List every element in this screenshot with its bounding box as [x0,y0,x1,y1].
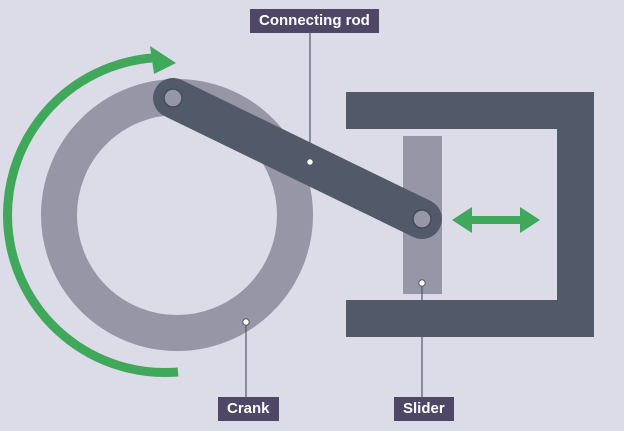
reciprocating-arrow-right-head [520,207,540,233]
slider-label: Slider [394,397,454,421]
connecting-rod-label: Connecting rod [250,9,379,33]
reciprocating-arrow-left-head [452,207,472,233]
leader-lines [242,33,426,397]
slider-pin-joint [412,209,432,229]
crank-label: Crank [218,397,279,421]
connecting-rod [153,78,442,239]
rotation-arrow-arc [2,53,179,378]
connecting-rod-leader-dot [306,158,314,166]
crank-pin-joint [163,88,183,108]
rotation-arrow-head [150,46,176,74]
reciprocating-arrow [452,207,540,233]
rotation-arrow [2,46,179,378]
slider-guide-frame [346,92,594,337]
reciprocating-arrow-shaft [470,216,520,224]
slider-leader-dot [418,279,426,287]
crank-leader-dot [242,318,250,326]
